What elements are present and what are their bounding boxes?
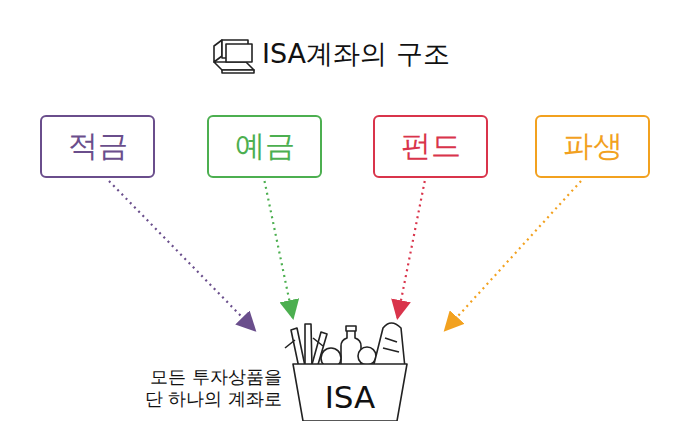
account-label: ISA	[325, 379, 376, 415]
dotted-arrow	[265, 181, 294, 318]
product-label: 적금	[68, 126, 128, 167]
product-label: 펀드	[401, 126, 461, 167]
product-box: 펀드	[373, 115, 488, 178]
dotted-arrow	[398, 181, 425, 318]
product-label: 파생	[563, 126, 623, 167]
product-label: 예금	[235, 126, 295, 167]
book-icon-shape	[214, 40, 254, 73]
diagram-title: ISA계좌의 구조	[262, 36, 450, 72]
caption-note: 모든 투자상품을 단 하나의 계좌로	[132, 366, 282, 410]
dotted-arrow	[109, 181, 255, 330]
product-box: 적금	[40, 115, 155, 178]
isa-basket: ISA	[255, 318, 445, 421]
product-box: 예금	[207, 115, 322, 178]
product-box: 파생	[535, 115, 650, 178]
dotted-arrow	[445, 181, 581, 330]
